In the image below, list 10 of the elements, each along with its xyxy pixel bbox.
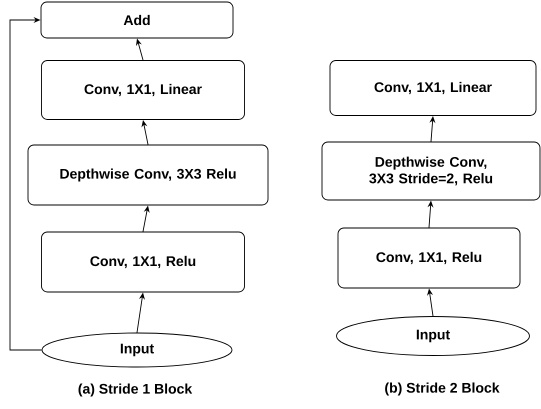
- layer-box: Depthwise Conv, 3X3 Stride=2, Relu: [322, 142, 540, 200]
- arrow: [10, 16, 42, 350]
- layer-box: Conv, 1X1, Relu: [41, 232, 245, 292]
- layer-box: Conv, 1X1, Linear: [330, 60, 536, 116]
- caption: (b) Stride 2 Block: [385, 382, 500, 396]
- layer-box: Conv, 1X1, Relu: [338, 228, 520, 288]
- layer-box: Add: [40, 2, 234, 38]
- layer-box: Conv, 1X1, Linear: [41, 60, 245, 120]
- layer-box: Depthwise Conv, 3X3 Relu: [28, 144, 268, 206]
- caption: (a) Stride 1 Block: [78, 383, 192, 396]
